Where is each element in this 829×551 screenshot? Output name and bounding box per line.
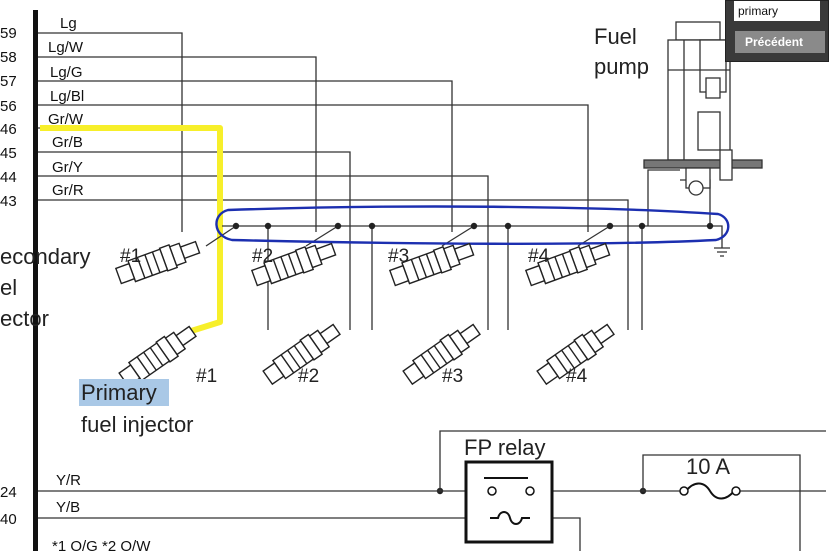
secondary-injector-3-icon [388,242,475,287]
secondary-injector-4-icon [524,242,611,287]
previous-result-button[interactable]: Précédent [735,31,825,53]
primary-injector-4-icon [536,323,615,386]
yellow-highlight [40,125,223,335]
find-input[interactable] [734,1,820,21]
wire-label-yb: Y/B [56,499,80,516]
pin-58: 58 [0,49,17,66]
ecu-edge [33,10,38,551]
footnote-text: *1 O/G *2 O/W [52,538,151,551]
pin-43: 43 [0,193,17,210]
pin-40: 40 [0,511,17,528]
secondary-label-line3: ector [0,306,49,331]
fuse-label: 10 A [686,454,730,479]
secondary-injector-4-label: #4 [528,246,550,267]
wire-label-gry: Gr/Y [52,159,83,176]
signal-wires [38,32,629,330]
primary-injector-3-label: #3 [442,366,463,387]
pin-46: 46 [0,121,17,138]
wire-label-grw: Gr/W [48,111,84,128]
primary-injector-1-label: #1 [196,366,217,387]
wire-label-grb: Gr/B [52,134,83,151]
fuel-pump-drawing [643,21,763,196]
pin-56: 56 [0,98,17,115]
fuel-pump-label-line2: pump [594,54,649,79]
fp-relay-label: FP relay [464,435,546,460]
primary-label-line1: Primary [81,380,157,405]
injector-group [114,240,615,388]
relay-circuit [38,430,826,551]
wire-label-lgg: Lg/G [50,64,83,81]
pin-44: 44 [0,169,17,186]
secondary-injector-2-label: #2 [252,246,273,267]
primary-injector-3-icon [402,323,481,386]
secondary-injector-2-icon [250,242,337,287]
pin-24: 24 [0,484,17,501]
blue-highlight-loop [215,205,730,245]
junction-dots [232,222,714,495]
fuel-pump-label-line1: Fuel [594,24,637,49]
pin-57: 57 [0,73,17,90]
secondary-label-line1: econdary [0,244,91,269]
primary-label-line2: fuel injector [81,412,194,437]
secondary-label-line2: el [0,275,17,300]
wire-label-lgbl: Lg/Bl [50,88,84,105]
primary-injector-1-icon [118,325,197,388]
wire-label-yr: Y/R [56,472,81,489]
wire-label-lg: Lg [60,15,77,32]
primary-injector-4-label: #4 [566,366,588,387]
find-in-page-panel: Précédent [725,0,829,62]
secondary-injector-1-label: #1 [120,246,141,267]
pin-59: 59 [0,25,17,42]
primary-injector-2-label: #2 [298,366,319,387]
wire-label-grr: Gr/R [52,182,84,199]
primary-injector-2-icon [262,323,341,386]
secondary-injector-3-label: #3 [388,246,409,267]
primary-selection-highlight [79,379,169,406]
pin-45: 45 [0,145,17,162]
wire-label-lgw: Lg/W [48,39,84,56]
secondary-injector-1-icon [114,240,201,285]
